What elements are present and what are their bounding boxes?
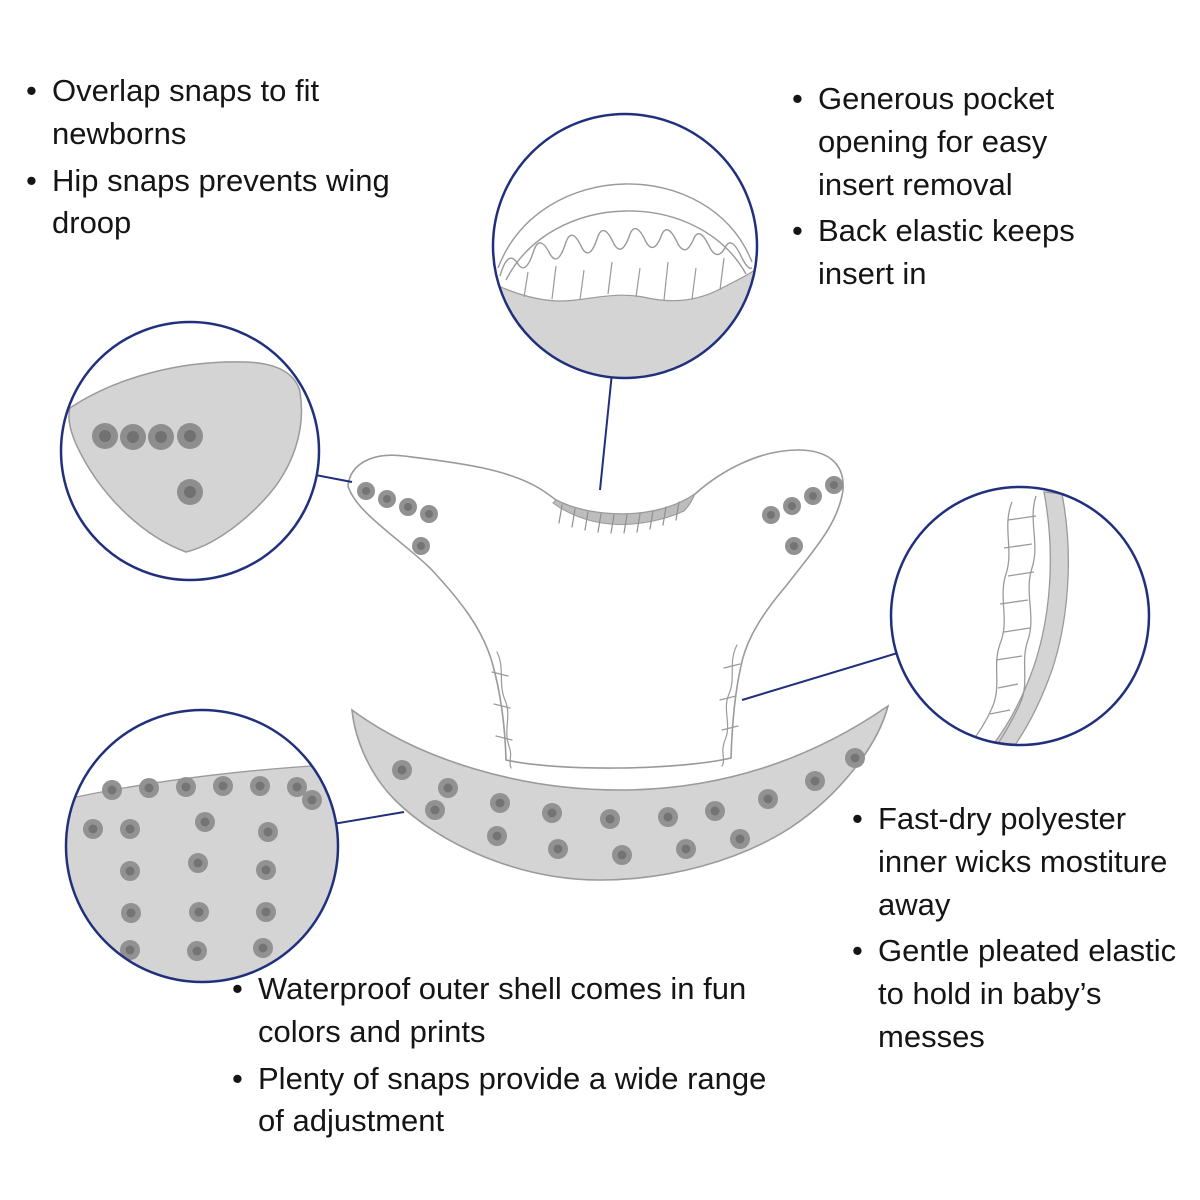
pocket-opening xyxy=(552,492,697,525)
elastic-binding xyxy=(990,491,1069,745)
feature-item: Gentle pleated elastic to hold in baby’s… xyxy=(848,930,1193,1058)
waterproof-band xyxy=(351,704,890,881)
zoom-circle-ring xyxy=(64,708,340,984)
feature-item: Back elastic keeps insert in xyxy=(788,210,1128,296)
wing-fabric xyxy=(68,361,303,553)
pocket-gather-ticks xyxy=(523,257,725,301)
wing-zoom-detail xyxy=(68,361,303,553)
pocket-stitching xyxy=(558,501,680,534)
diaper-illustration xyxy=(347,449,890,881)
zoom-circle-ring xyxy=(889,485,1151,747)
zoom-callout-pocket xyxy=(491,112,759,380)
zoom-circle-bg xyxy=(891,487,1149,745)
pocket-zoom-detail xyxy=(493,183,757,378)
callout-bottom-center: Waterproof outer shell comes in fun colo… xyxy=(228,968,788,1147)
pleat-lines xyxy=(969,495,1037,745)
zoom-callout-shell-snaps xyxy=(64,708,340,984)
callout-top-right: Generous pocket opening for easy insert … xyxy=(788,78,1128,300)
shell-zoom-detail xyxy=(66,763,338,982)
leg-gathers xyxy=(491,644,741,769)
feature-item: Generous pocket opening for easy insert … xyxy=(788,78,1128,206)
pocket-rim-lines xyxy=(497,183,753,281)
zoom-circle-ring xyxy=(59,320,321,582)
feature-item: Overlap snaps to fit newborns xyxy=(22,70,442,156)
elastic-zoom-detail xyxy=(969,491,1069,745)
diaper-body xyxy=(347,449,844,769)
feature-item: Fast-dry polyester inner wicks mostiture… xyxy=(848,798,1193,926)
callout-bottom-right: Fast-dry polyester inner wicks mostiture… xyxy=(848,798,1193,1063)
pocket-insert-gray xyxy=(493,268,757,378)
feature-item: Waterproof outer shell comes in fun colo… xyxy=(228,968,788,1054)
callout-top-left: Overlap snaps to fit newborns Hip snaps … xyxy=(22,70,442,249)
feature-item: Plenty of snaps provide a wide range of … xyxy=(228,1058,788,1144)
feature-item: Hip snaps prevents wing droop xyxy=(22,160,442,246)
zoom-callout-pleated-elastic xyxy=(889,485,1151,747)
zoom-callout-wing-snaps xyxy=(59,320,321,582)
zoom-circle-ring xyxy=(491,112,759,380)
